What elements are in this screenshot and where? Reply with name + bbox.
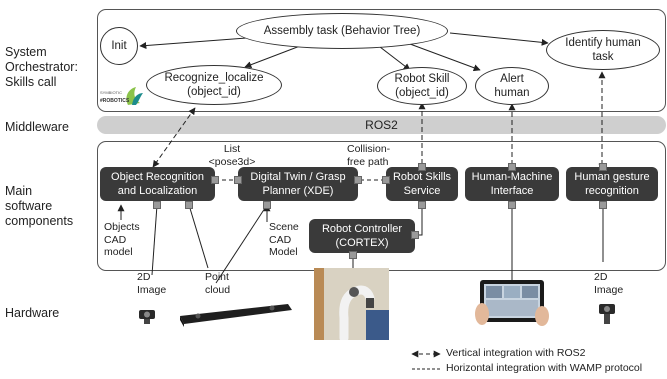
- node-identify-human: Identify human task: [546, 30, 660, 70]
- note-2d-image-left: 2D Image: [137, 271, 167, 296]
- legend-horizontal-text: Horizontal integration with WAMP protoco…: [446, 362, 643, 374]
- note-scene-cad: Scene CAD Model: [269, 221, 299, 258]
- port-twin-right: [354, 176, 362, 184]
- port-twin-left: [234, 176, 242, 184]
- port-gesture-bottom: [599, 201, 607, 209]
- note-list-pose3d: List <pose3d>: [208, 143, 256, 168]
- logo-text-top: SYMBIOTIC: [100, 90, 123, 95]
- row-label-middleware: Middleware: [5, 120, 69, 134]
- note-collision-free: Collision- free path: [347, 143, 391, 168]
- port-hmi-top: [508, 163, 516, 171]
- port-hmi-bottom: [508, 201, 516, 209]
- note-point-cloud: Point cloud: [205, 271, 231, 296]
- robot-skills-component: Robot Skills Service: [386, 167, 458, 201]
- webcam-left-image: [137, 306, 159, 326]
- port-skills-left: [382, 176, 390, 184]
- depth-sensor-image: [176, 300, 296, 328]
- row-label-hardware: Hardware: [5, 306, 60, 320]
- logo-text-bottom: #ROBOTICS: [100, 98, 130, 104]
- hmi-component: Human-Machine Interface: [465, 167, 559, 201]
- port-recog-bottom-1: [153, 201, 161, 209]
- port-twin-bottom: [263, 201, 271, 209]
- symbiotic-logo-mark: [126, 87, 143, 105]
- port-skills-bottom: [418, 201, 426, 209]
- digital-twin-component: Digital Twin / Grasp Planner (XDE): [238, 167, 358, 201]
- port-controller-right: [411, 231, 419, 239]
- legend-vertical-text: Vertical integration with ROS2: [446, 347, 586, 359]
- symbiotic-logo: SYMBIOTIC #ROBOTICS: [100, 85, 144, 107]
- webcam-right-image: [597, 300, 619, 328]
- robot-arm-photo: [314, 268, 389, 340]
- port-skills-top: [418, 163, 426, 171]
- node-assembly-task: Assembly task (Behavior Tree): [236, 13, 448, 49]
- port-recog-bottom-2: [185, 201, 193, 209]
- port-gesture-top: [599, 163, 607, 171]
- port-controller-bottom: [349, 251, 357, 259]
- node-robot-skill: Robot Skill (object_id): [377, 67, 467, 105]
- note-objects-cad: Objects CAD model: [104, 221, 140, 258]
- node-alert-human: Alert human: [475, 67, 549, 105]
- gesture-component: Human gesture recognition: [566, 167, 658, 201]
- ros2-label: ROS2: [365, 118, 398, 132]
- object-recognition-component: Object Recognition and Localization: [100, 167, 215, 201]
- robot-controller-component: Robot Controller (CORTEX): [309, 219, 415, 253]
- row-label-orchestrator: System Orchestrator: Skills call: [5, 45, 78, 89]
- ros2-bus: ROS2: [97, 116, 666, 134]
- note-2d-image-right: 2D Image: [594, 271, 624, 296]
- tablet-photo: [474, 278, 550, 328]
- node-recognize-localize: Recognize_localize (object_id): [146, 65, 282, 105]
- row-label-components: Main software components: [5, 184, 74, 228]
- node-init: Init: [100, 27, 138, 65]
- port-recog-right: [211, 176, 219, 184]
